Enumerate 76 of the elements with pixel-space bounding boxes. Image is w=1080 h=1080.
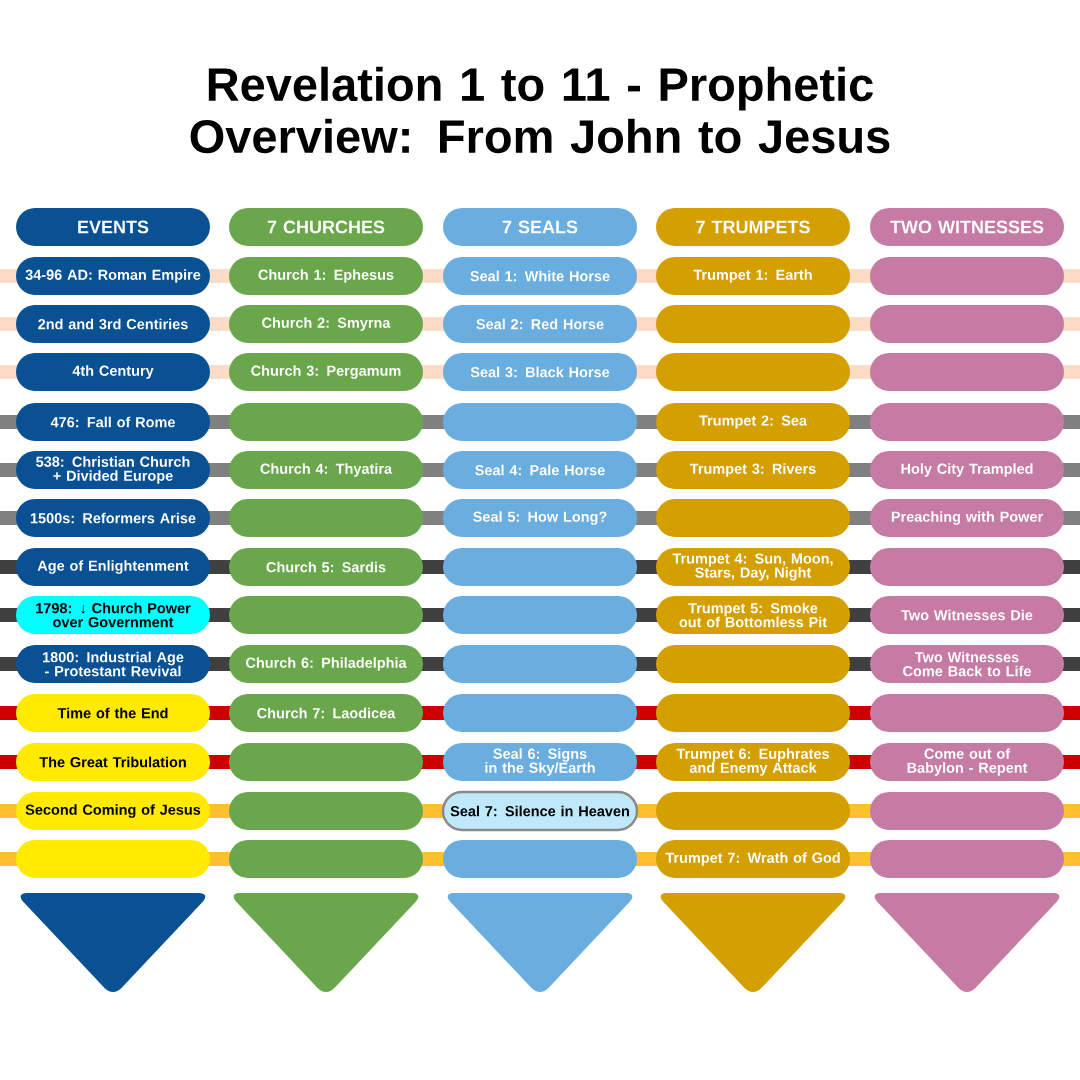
empty-pill [870,257,1064,295]
empty-pill [443,840,637,878]
empty-pill [656,353,850,391]
empty-pill [443,645,637,683]
empty-pill [656,499,850,537]
column-header: 7 CHURCHES [229,208,423,246]
empty-pill [443,596,637,634]
timeline-pill: Two Witnesses Die [870,596,1064,634]
timeline-pill: 1798: ↓ Church Power over Government [16,596,210,634]
column-header: EVENTS [16,208,210,246]
timeline-pill: Preaching with Power [870,499,1064,537]
timeline-pill: Church 2: Smyrna [229,305,423,343]
timeline-pill: Holy City Trampled [870,451,1064,489]
timeline-pill: Seal 3: Black Horse [443,353,637,391]
empty-pill [229,743,423,781]
timeline-pill: Church 3: Pergamum [229,353,423,391]
column-header: TWO WITNESSES [870,208,1064,246]
down-triangle [233,893,419,992]
timeline-pill: Trumpet 4: Sun, Moon, Stars, Day, Night [656,548,850,586]
timeline-pill: Seal 1: White Horse [443,257,637,295]
down-triangle [874,893,1060,992]
empty-pill [443,403,637,441]
empty-pill [229,499,423,537]
column-header: 7 SEALS [443,208,637,246]
timeline-pill: 1800: Industrial Age - Protestant Revival [16,645,210,683]
empty-pill [16,840,210,878]
empty-pill [656,305,850,343]
column-header: 7 TRUMPETS [656,208,850,246]
timeline-pill: Church 7: Laodicea [229,694,423,732]
timeline-pill: Two Witnesses Come Back to Life [870,645,1064,683]
timeline-pill: Trumpet 5: Smoke out of Bottomless Pit [656,596,850,634]
timeline-pill: Trumpet 3: Rivers [656,451,850,489]
timeline-pill: Church 6: Philadelphia [229,645,423,683]
empty-pill [870,792,1064,830]
empty-pill [870,548,1064,586]
empty-pill [229,840,423,878]
timeline-pill: Church 5: Sardis [229,548,423,586]
timeline-pill: Seal 7: Silence in Heaven [441,790,639,832]
timeline-pill: 34-96 AD: Roman Empire [16,257,210,295]
empty-pill [229,596,423,634]
empty-pill [656,694,850,732]
empty-pill [870,840,1064,878]
timeline-pill: Trumpet 1: Earth [656,257,850,295]
timeline-pill: Seal 5: How Long? [443,499,637,537]
timeline-pill: 2nd and 3rd Centiries [16,305,210,343]
timeline-pill: 4th Century [16,353,210,391]
empty-pill [229,792,423,830]
title: Revelation 1 to 11 - Prophetic Overview: From John to Jesus [190,66,890,154]
timeline-pill: Trumpet 2: Sea [656,403,850,441]
timeline-pill: Come out of Babylon - Repent [870,743,1064,781]
empty-pill [870,305,1064,343]
timeline-pill: Seal 4: Pale Horse [443,451,637,489]
timeline-pill: 538: Christian Church + Divided Europe [16,451,210,489]
empty-pill [870,403,1064,441]
timeline-pill: Church 4: Thyatira [229,451,423,489]
timeline-pill: 476: Fall of Rome [16,403,210,441]
timeline-pill: Trumpet 7: Wrath of God [656,840,850,878]
timeline-pill: 1500s: Reformers Arise [16,499,210,537]
timeline-pill: Second Coming of Jesus [16,792,210,830]
timeline-pill: Seal 6: Signs in the Sky/Earth [443,743,637,781]
empty-pill [443,694,637,732]
timeline-pill: Trumpet 6: Euphrates and Enemy Attack [656,743,850,781]
empty-pill [870,694,1064,732]
timeline-pill: The Great Tribulation [16,743,210,781]
timeline-pill: Seal 2: Red Horse [443,305,637,343]
empty-pill [656,645,850,683]
down-triangle [20,893,206,992]
empty-pill [656,792,850,830]
timeline-pill: Age of Enlightenment [16,548,210,586]
timeline-pill: Time of the End [16,694,210,732]
empty-pill [443,548,637,586]
empty-pill [229,403,423,441]
empty-pill [870,353,1064,391]
down-triangle [660,893,846,992]
timeline-pill: Church 1: Ephesus [229,257,423,295]
down-triangle [447,893,633,992]
